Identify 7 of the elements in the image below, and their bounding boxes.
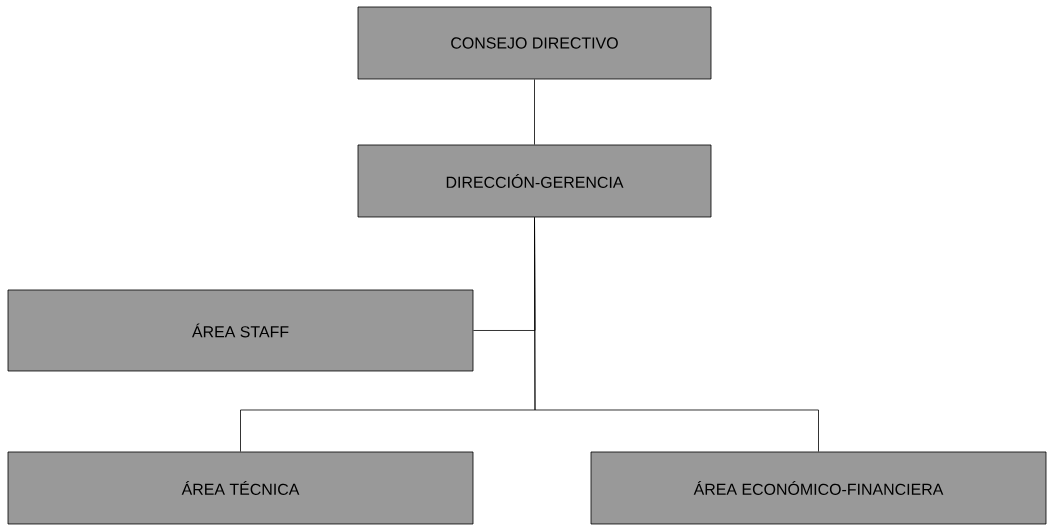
connector-line <box>534 79 535 145</box>
connector-line <box>534 217 819 452</box>
org-box: ÁREA ECONÓMICO-FINANCIERA <box>590 451 1047 525</box>
org-box: ÁREA TÉCNICA <box>7 451 474 525</box>
org-box: CONSEJO DIRECTIVO <box>357 6 712 80</box>
org-box: DIRECCIÓN-GERENCIA <box>357 144 712 218</box>
org-box: ÁREA STAFF <box>7 289 474 372</box>
